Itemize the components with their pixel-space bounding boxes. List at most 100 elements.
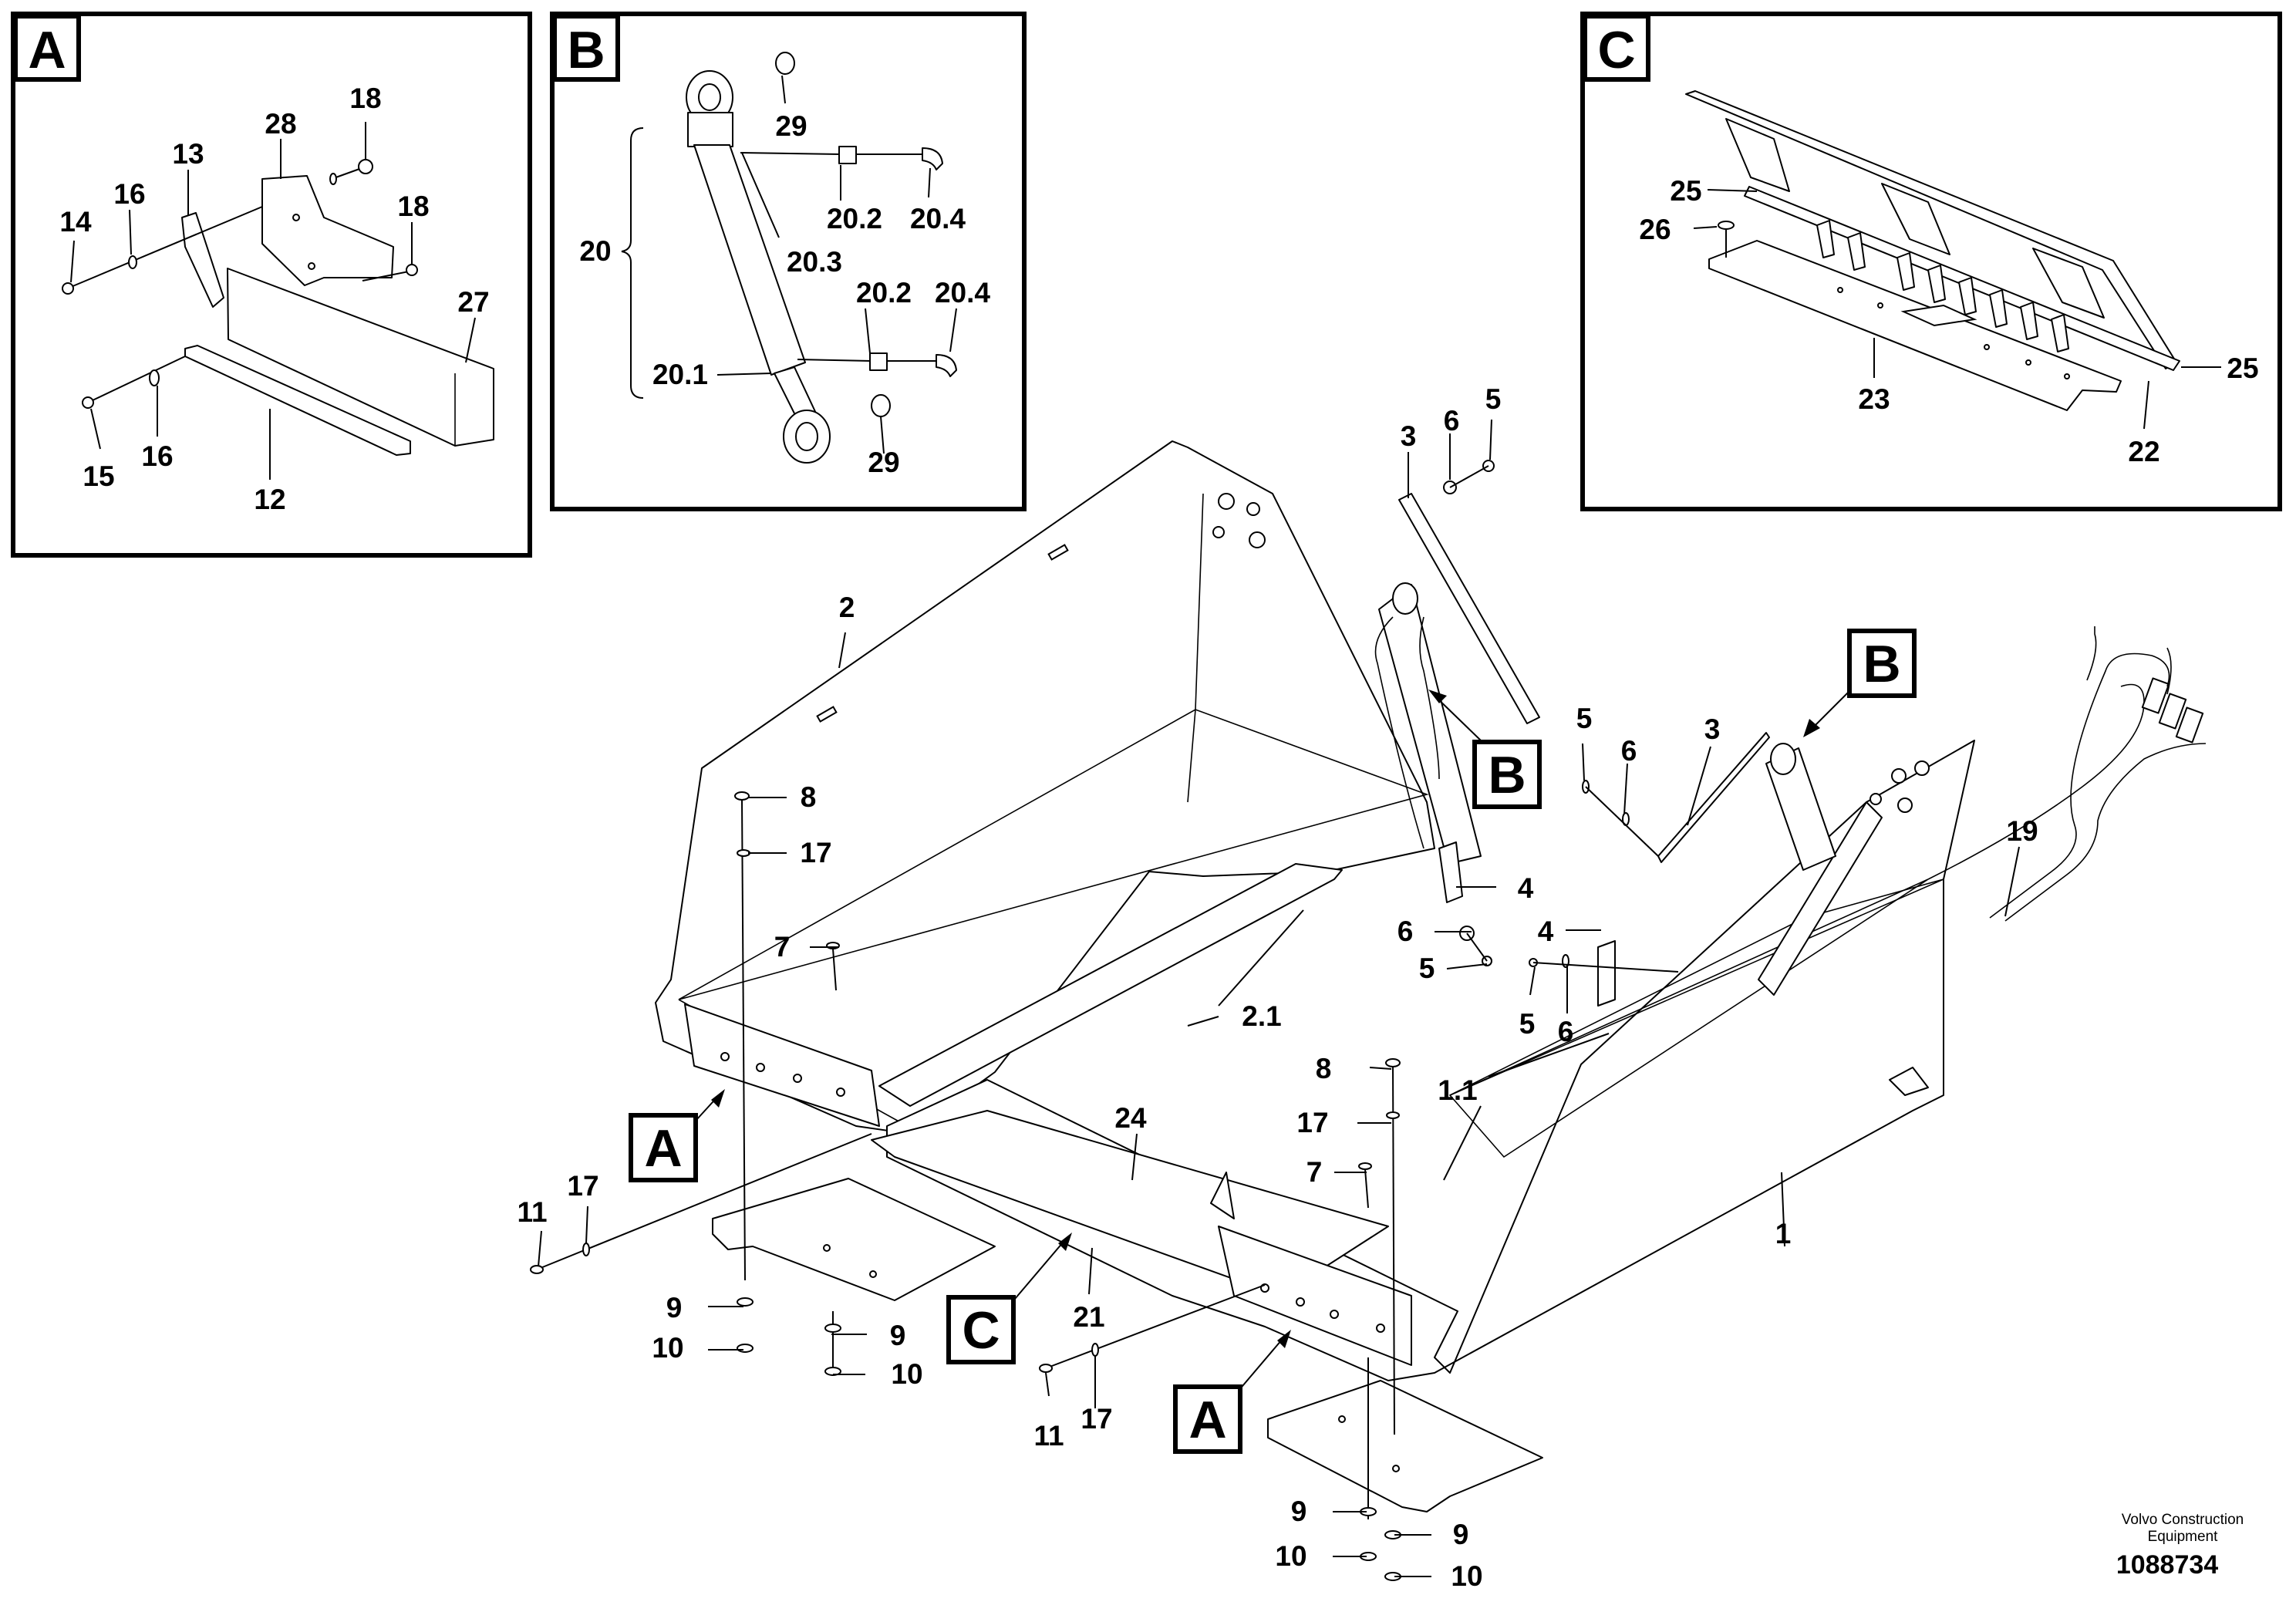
label-3: 3 bbox=[1704, 713, 1721, 745]
panel-a-title: A bbox=[28, 21, 66, 79]
label-20-3: 20.3 bbox=[787, 246, 842, 278]
label-28: 28 bbox=[265, 108, 296, 140]
label-20-2: 20.2 bbox=[856, 277, 912, 309]
tie-bar-3-lower bbox=[1657, 732, 1770, 863]
label-2-1: 2.1 bbox=[1242, 1000, 1281, 1032]
main-leaders bbox=[538, 419, 2020, 1577]
label-21: 21 bbox=[1073, 1301, 1104, 1333]
label-6: 6 bbox=[1397, 916, 1414, 947]
callout-b-lower: B bbox=[1803, 629, 1917, 737]
label-24: 24 bbox=[1114, 1102, 1147, 1134]
hydraulic-cylinder bbox=[686, 70, 831, 464]
label-6: 6 bbox=[1444, 405, 1460, 437]
panel-a-title-box bbox=[13, 14, 81, 82]
label-8: 8 bbox=[1316, 1053, 1332, 1084]
callout-a-left: A bbox=[629, 1089, 725, 1182]
label-3: 3 bbox=[1401, 420, 1417, 452]
label-6: 6 bbox=[1558, 1016, 1574, 1047]
label-19: 19 bbox=[2006, 815, 2038, 847]
label-10: 10 bbox=[1275, 1540, 1306, 1572]
callout-c: C bbox=[946, 1233, 1072, 1364]
label-16: 16 bbox=[141, 440, 173, 472]
label-13: 13 bbox=[172, 138, 204, 170]
label-6: 6 bbox=[1621, 735, 1637, 767]
label-16: 16 bbox=[113, 178, 145, 210]
label-22: 22 bbox=[2128, 436, 2159, 467]
label-17: 17 bbox=[1081, 1403, 1112, 1435]
panel-c-title-box bbox=[1583, 14, 1650, 82]
bracket-28 bbox=[261, 175, 394, 286]
label-9: 9 bbox=[890, 1320, 906, 1351]
label-20-2: 20.2 bbox=[827, 203, 882, 234]
label-25: 25 bbox=[2227, 352, 2258, 384]
callout-a-left-text: A bbox=[644, 1119, 682, 1178]
label-1: 1 bbox=[1775, 1218, 1792, 1249]
label-1-1: 1.1 bbox=[1438, 1074, 1477, 1106]
label-5: 5 bbox=[1485, 383, 1502, 415]
callout-a-right-text: A bbox=[1188, 1391, 1226, 1449]
wear-plate-left bbox=[684, 1003, 880, 1127]
panel-b-title: B bbox=[567, 21, 605, 79]
wear-plate-right bbox=[1218, 1226, 1412, 1366]
label-15: 15 bbox=[83, 460, 114, 492]
label-20-1: 20.1 bbox=[652, 359, 708, 390]
label-9: 9 bbox=[666, 1292, 683, 1324]
main-labels: 3 6 5 2 5 6 3 8 17 4 7 6 4 5 2.1 5 6 19 … bbox=[517, 383, 2038, 1592]
label-11: 11 bbox=[517, 1196, 547, 1228]
rubber-flap-assembly bbox=[1685, 90, 2180, 411]
label-4: 4 bbox=[1538, 916, 1554, 947]
label-4: 4 bbox=[1518, 872, 1534, 904]
label-7: 7 bbox=[1306, 1156, 1323, 1188]
drawing-number: 1088734 bbox=[2116, 1550, 2218, 1580]
callout-b-lower-text: B bbox=[1863, 635, 1900, 693]
label-5: 5 bbox=[1519, 1008, 1536, 1040]
label-17: 17 bbox=[567, 1170, 598, 1202]
credit-line-1: Volvo Construction bbox=[2122, 1512, 2244, 1528]
bracket-4-lower bbox=[1597, 940, 1616, 1007]
label-18: 18 bbox=[397, 191, 429, 222]
fasteners bbox=[530, 460, 1679, 1581]
label-8: 8 bbox=[801, 781, 817, 813]
callout-b-upper: B bbox=[1428, 690, 1542, 809]
label-9: 9 bbox=[1453, 1519, 1469, 1550]
panel-b-title-box bbox=[552, 14, 620, 82]
panel-a-frame bbox=[11, 12, 532, 558]
hose-fittings bbox=[2141, 677, 2204, 744]
label-26: 26 bbox=[1639, 214, 1671, 245]
callout-c-text: C bbox=[962, 1301, 1000, 1360]
label-29: 29 bbox=[775, 110, 807, 142]
label-10: 10 bbox=[1451, 1560, 1482, 1592]
label-17: 17 bbox=[1296, 1107, 1328, 1138]
wear-plate-27 bbox=[227, 268, 494, 447]
label-14: 14 bbox=[59, 206, 92, 238]
label-10: 10 bbox=[652, 1332, 683, 1364]
skid-plate-left bbox=[712, 1178, 996, 1301]
label-20-4: 20.4 bbox=[935, 277, 990, 309]
label-23: 23 bbox=[1858, 383, 1890, 415]
drawing-footer: Volvo Construction Equipment 1088734 bbox=[2116, 1512, 2244, 1580]
callout-b-upper-text: B bbox=[1488, 746, 1526, 804]
label-5: 5 bbox=[1419, 953, 1435, 984]
label-7: 7 bbox=[774, 931, 791, 963]
callout-a-right: A bbox=[1173, 1330, 1291, 1454]
label-5: 5 bbox=[1576, 703, 1593, 734]
label-27: 27 bbox=[457, 286, 489, 318]
detail-panel-c: C bbox=[1580, 12, 2282, 511]
detail-panel-b: B 29 20 bbox=[550, 12, 1027, 511]
label-17: 17 bbox=[800, 837, 831, 868]
label-20: 20 bbox=[579, 235, 611, 267]
label-11: 11 bbox=[1033, 1420, 1064, 1452]
label-2: 2 bbox=[839, 592, 855, 623]
label-9: 9 bbox=[1291, 1496, 1307, 1527]
label-25: 25 bbox=[1670, 175, 1701, 207]
label-18: 18 bbox=[349, 83, 381, 114]
label-12: 12 bbox=[254, 484, 285, 515]
plate-13 bbox=[181, 212, 224, 308]
label-20-4: 20.4 bbox=[910, 203, 966, 234]
panel-b-frame bbox=[550, 12, 1027, 511]
skid-plate-right bbox=[1267, 1380, 1543, 1512]
stiffener-2-1 bbox=[878, 863, 1343, 1107]
label-29: 29 bbox=[868, 447, 899, 478]
tie-bar-3-upper bbox=[1398, 493, 1540, 724]
